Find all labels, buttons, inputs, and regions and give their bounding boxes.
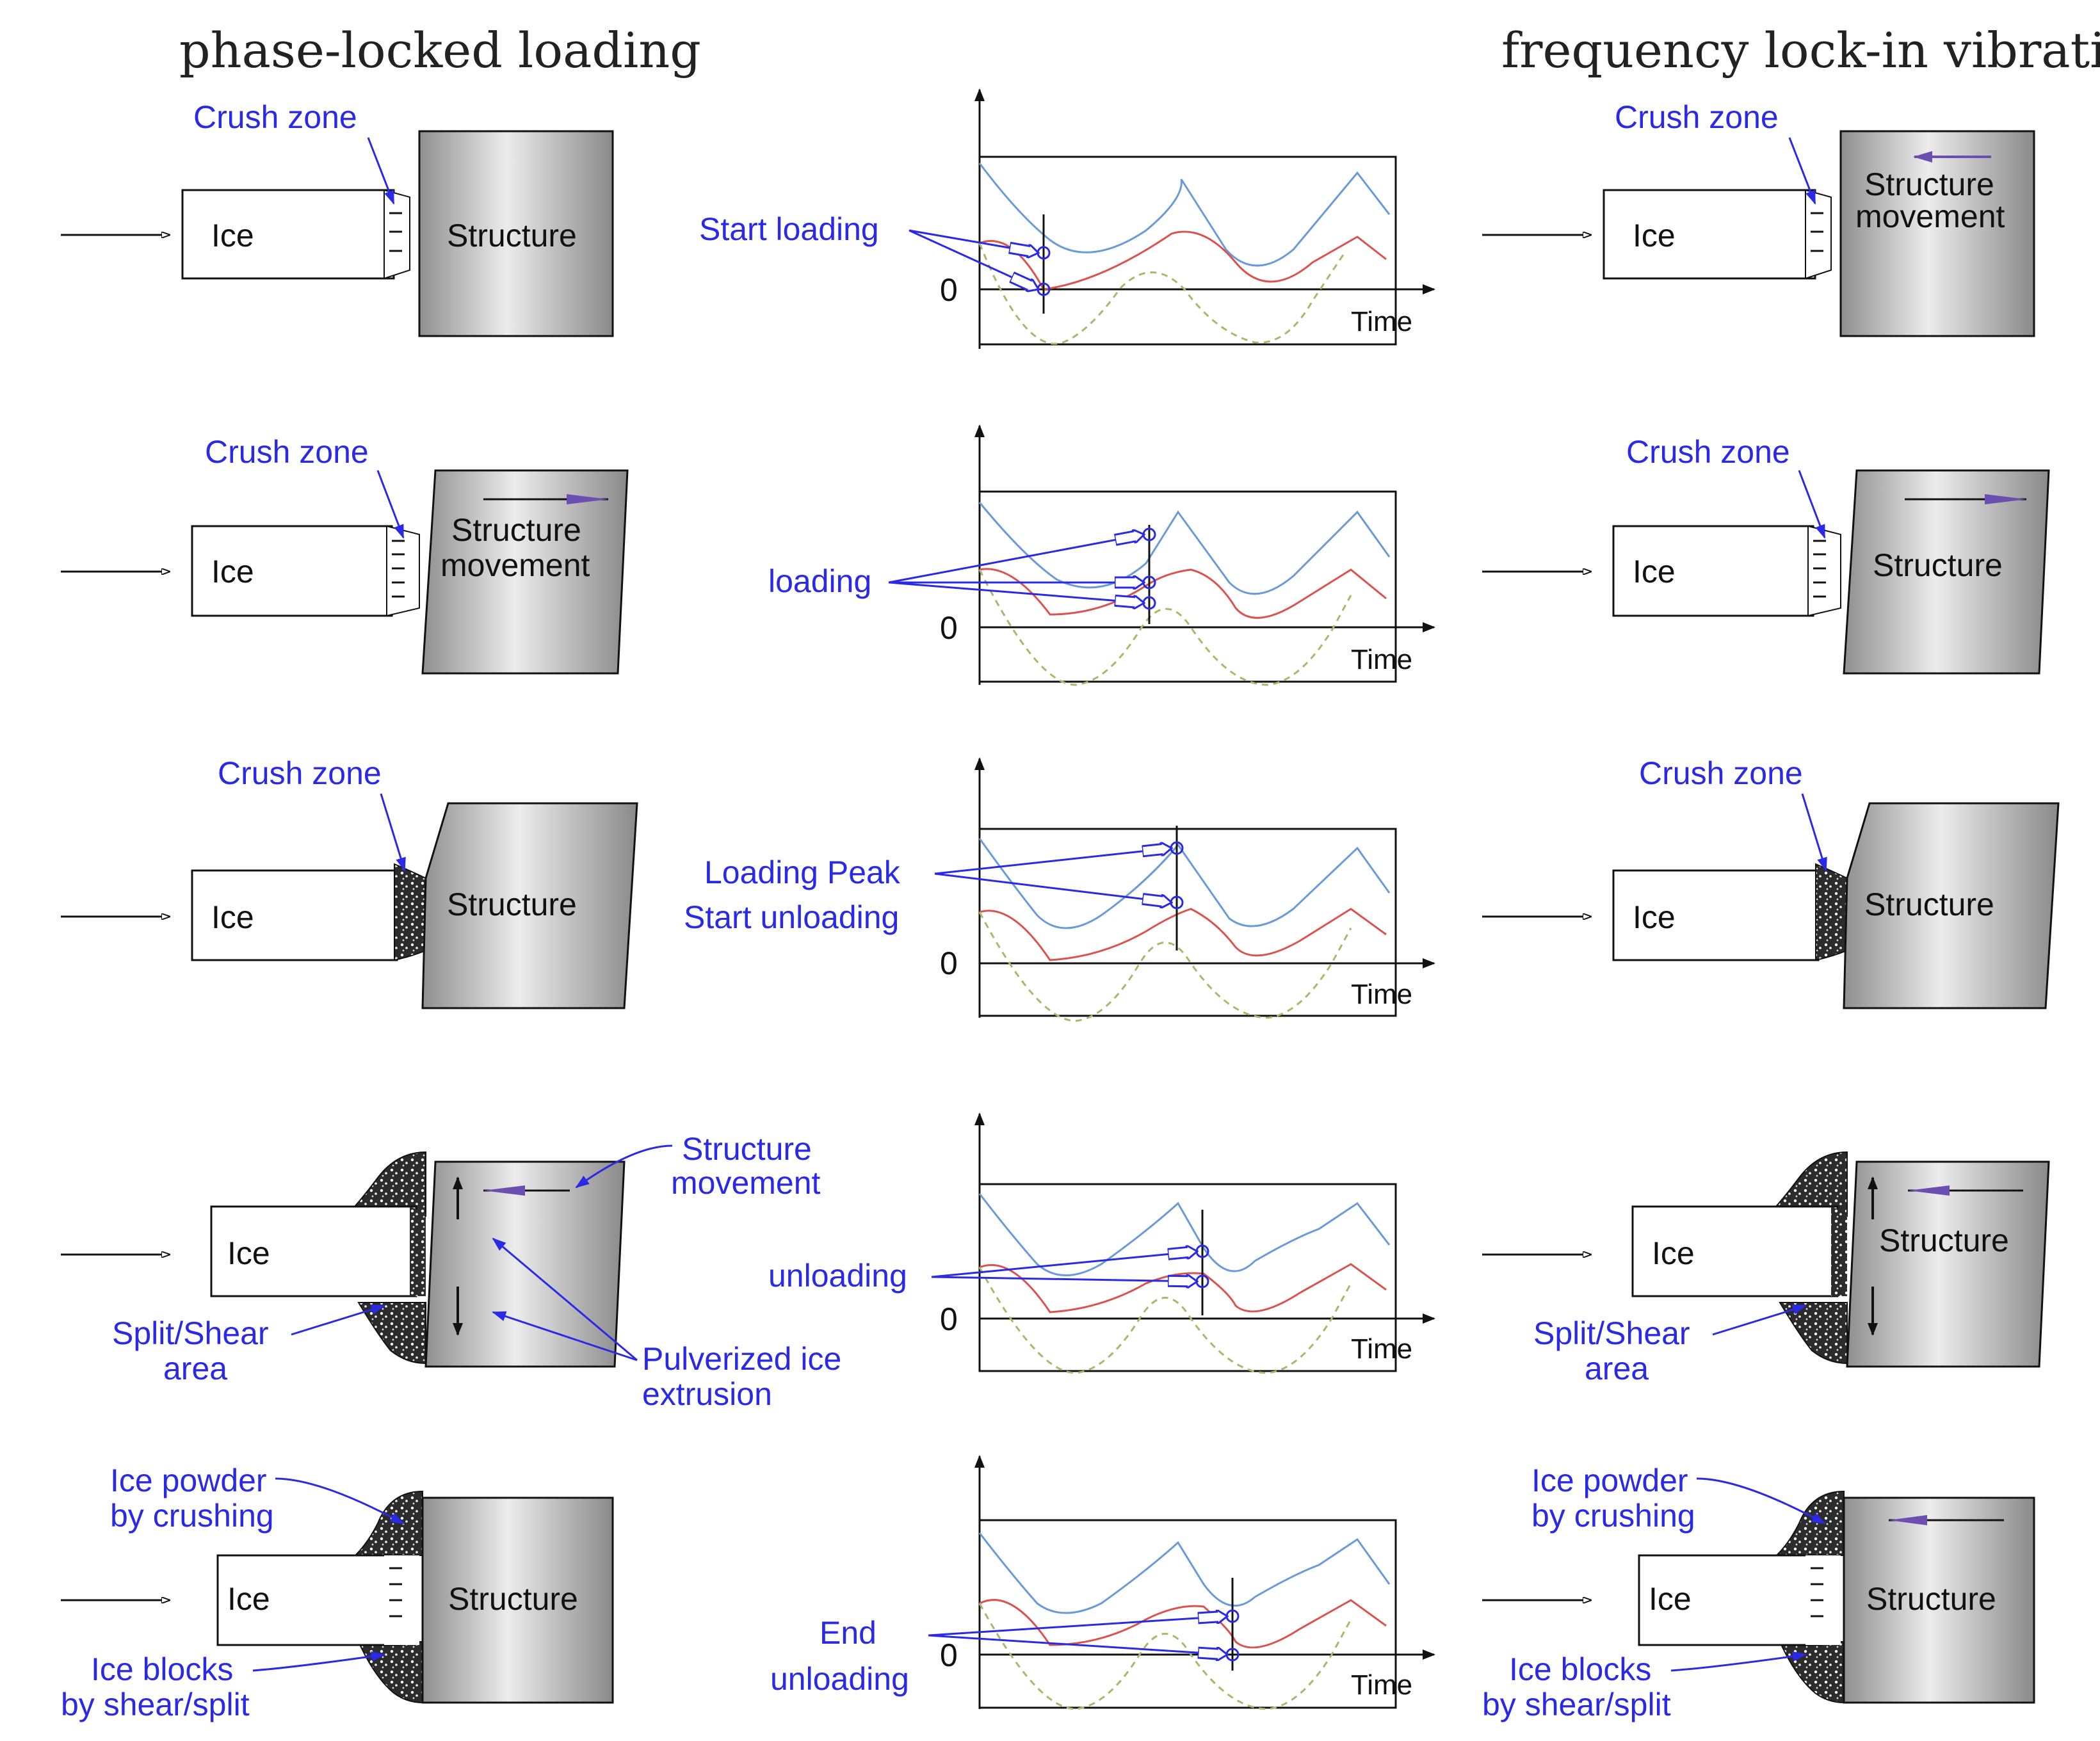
row-3-left-scene: Ice Structure Crush zone <box>61 755 638 1009</box>
svg-text:area: area <box>1585 1351 1649 1386</box>
left-column-title: phase-locked loading <box>179 22 701 79</box>
row-2-left-scene: Ice Structure movement Crush zone <box>61 434 629 675</box>
zero-label: 0 <box>940 272 958 308</box>
svg-text:0: 0 <box>940 1301 958 1337</box>
svg-text:by shear/split: by shear/split <box>61 1687 250 1722</box>
loading-label: loading <box>768 563 871 599</box>
start-unloading-label: Start unloading <box>684 899 899 935</box>
svg-text:by shear/split: by shear/split <box>1482 1687 1671 1722</box>
svg-text:Pulverized ice: Pulverized ice <box>642 1341 841 1377</box>
svg-text:Ice: Ice <box>1633 218 1676 253</box>
svg-text:Crush zone: Crush zone <box>218 755 382 791</box>
unloading-label: unloading <box>768 1258 907 1294</box>
svg-text:extrusion: extrusion <box>642 1376 772 1412</box>
svg-text:Structure: Structure <box>447 887 577 922</box>
row-1-left-scene: Ice Structure Crush zone <box>61 99 614 337</box>
row-4-left-scene: Ice Structure movement Split/Shear area … <box>61 1131 841 1412</box>
svg-text:Ice: Ice <box>211 554 254 590</box>
svg-text:Ice: Ice <box>227 1581 270 1617</box>
svg-text:by crushing: by crushing <box>1531 1498 1695 1534</box>
svg-text:Crush zone: Crush zone <box>205 434 369 470</box>
svg-text:Split/Shear: Split/Shear <box>112 1315 269 1351</box>
svg-text:movement: movement <box>440 547 590 583</box>
structure-label: Structure <box>447 218 577 253</box>
svg-text:Crush zone: Crush zone <box>1626 434 1790 470</box>
svg-text:Structure: Structure <box>682 1131 812 1167</box>
svg-text:Structure: Structure <box>451 512 581 548</box>
svg-text:Ice: Ice <box>1633 554 1676 590</box>
row-3-right-scene: Ice Structure Crush zone <box>1482 755 2060 1009</box>
svg-text:Time: Time <box>1351 1669 1412 1701</box>
row-2-chart: 0 Time loading <box>768 424 1435 686</box>
svg-text:Time: Time <box>1351 979 1412 1010</box>
svg-text:Ice: Ice <box>227 1235 270 1271</box>
svg-text:Ice: Ice <box>1652 1235 1695 1271</box>
structure-block <box>418 130 614 337</box>
svg-text:0: 0 <box>940 945 958 981</box>
svg-text:Time: Time <box>1351 644 1412 675</box>
svg-text:by crushing: by crushing <box>110 1498 274 1534</box>
time-label: Time <box>1351 306 1412 337</box>
unloading-end-label: unloading <box>770 1661 909 1697</box>
svg-text:Structure: Structure <box>448 1581 578 1617</box>
svg-text:Structure: Structure <box>1866 1581 1996 1617</box>
svg-text:movement: movement <box>1855 198 2005 234</box>
svg-text:Ice: Ice <box>211 899 254 935</box>
row-1-chart: 0 Time Start loading <box>699 88 1435 349</box>
svg-text:Ice blocks: Ice blocks <box>91 1651 233 1687</box>
svg-text:0: 0 <box>940 610 958 646</box>
loading-peak-label: Loading Peak <box>704 854 901 890</box>
row-5-left-scene: Ice Structure Ice powder by crushing Ice… <box>61 1463 614 1722</box>
svg-text:Crush zone: Crush zone <box>1615 99 1779 135</box>
svg-text:Ice powder: Ice powder <box>110 1463 267 1498</box>
svg-text:Split/Shear: Split/Shear <box>1533 1315 1690 1351</box>
svg-text:Crush zone: Crush zone <box>1639 755 1803 791</box>
svg-text:movement: movement <box>671 1165 821 1201</box>
right-column-title: frequency lock-in vibration <box>1501 22 2100 79</box>
svg-text:Ice: Ice <box>1649 1581 1692 1617</box>
start-loading-label: Start loading <box>699 211 879 247</box>
row-5-right-scene: Ice Structure Ice powder by crushing Ice… <box>1482 1463 2035 1722</box>
svg-text:Time: Time <box>1351 1333 1412 1365</box>
svg-text:Structure: Structure <box>1864 166 1994 202</box>
crush-zone-label: Crush zone <box>193 99 357 135</box>
ice-label: Ice <box>211 218 254 253</box>
svg-text:area: area <box>163 1351 227 1386</box>
svg-text:Ice blocks: Ice blocks <box>1509 1651 1651 1687</box>
end-label: End <box>820 1615 876 1651</box>
row-4-right-scene: Ice Structure Split/Shear area <box>1482 1151 2050 1386</box>
svg-text:0: 0 <box>940 1637 958 1673</box>
row-3-chart: 0 Time Loading Peak Start unloading <box>684 757 1435 1022</box>
svg-text:Ice powder: Ice powder <box>1531 1463 1688 1498</box>
svg-text:Structure: Structure <box>1864 887 1994 922</box>
svg-text:Ice: Ice <box>1633 899 1676 935</box>
svg-text:Structure: Structure <box>1879 1223 2009 1258</box>
svg-text:Structure: Structure <box>1873 547 2003 583</box>
blue-curve <box>978 163 1391 267</box>
row-1-right-scene: Ice Structure movement Crush zone <box>1482 99 2035 337</box>
row-2-right-scene: Ice Structure Crush zone <box>1482 434 2050 675</box>
red-curve <box>979 230 1387 291</box>
row-4-chart: 0 Time unloading <box>768 1112 1435 1374</box>
green-curve <box>978 243 1346 345</box>
row-5-chart: 0 Time End unloading <box>770 1455 1435 1710</box>
